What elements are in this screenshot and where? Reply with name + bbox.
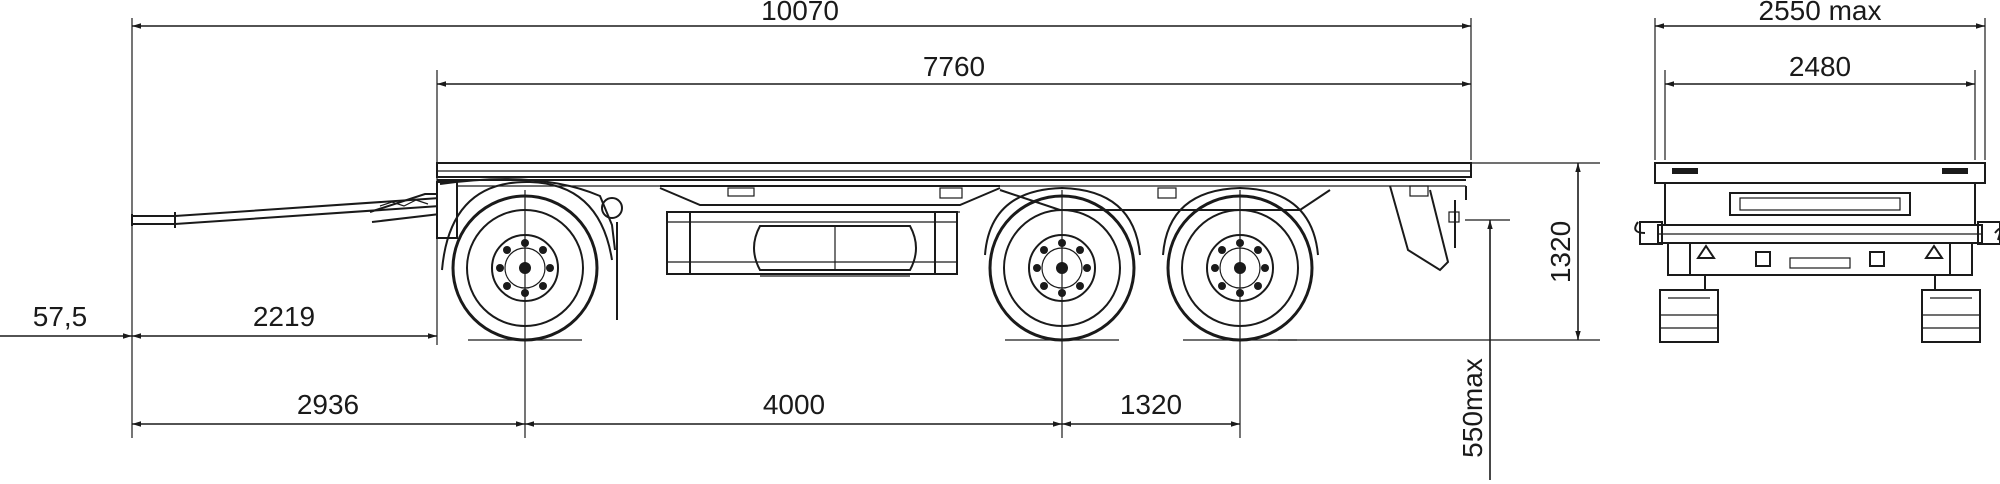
drawbar (131, 178, 623, 320)
dim-drawbar-length: 2219 (253, 301, 315, 332)
side-view (131, 162, 1472, 342)
rear-underrun-guard (1389, 185, 1467, 272)
dim-platform-length: 7760 (923, 51, 985, 82)
dim-platform-width: 2480 (1789, 51, 1851, 82)
platform-deck (436, 162, 1472, 187)
equipment-frame (666, 211, 958, 277)
dim-overall-length: 10070 (761, 0, 839, 26)
dim-coupling-height-max: 550max (1457, 358, 1488, 458)
rear-view (1634, 162, 2000, 343)
dim-front-axle-distance: 2936 (297, 389, 359, 420)
extension-lines (131, 18, 1986, 438)
dim-rear-axle-spacing: 1320 (1120, 389, 1182, 420)
dim-wheelbase: 4000 (763, 389, 825, 420)
front-wheel (441, 180, 613, 342)
dim-platform-height: 1320 (1545, 221, 1576, 283)
dim-overall-width-max: 2550 max (1759, 0, 1882, 26)
dimension-labels: 10070 7760 57,5 2219 2936 4000 1320 1320… (33, 0, 1882, 458)
dimension-lines (0, 23, 1985, 480)
dim-drawbar-offset: 57,5 (33, 301, 88, 332)
